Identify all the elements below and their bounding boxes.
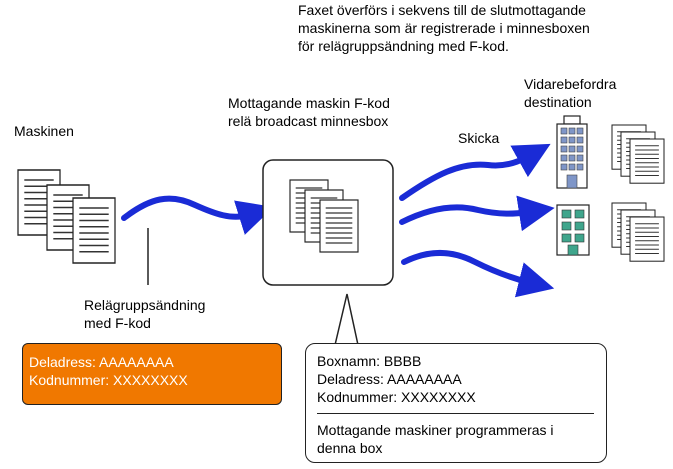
- box-code-number: Kodnummer: XXXXXXXX: [317, 389, 476, 405]
- relay-box-icon: [262, 159, 394, 286]
- office-building-icon: [556, 115, 588, 189]
- callout-pointer: [334, 293, 359, 346]
- sender-codes-box: Deladress: AAAAAAAA Kodnummer: XXXXXXXX: [22, 343, 282, 405]
- transmission-label-line-1: Relägruppsändning: [84, 297, 206, 313]
- info-divider: [317, 413, 594, 414]
- send-label: Skicka: [458, 130, 500, 146]
- box-sub-address: Deladress: AAAAAAAA: [317, 371, 462, 387]
- forward-label-line-1: Vidarebefordra: [524, 76, 617, 92]
- relay-label-line-2: relä broadcast minnesbox: [228, 113, 389, 129]
- sender-document-stack-icon: [17, 169, 116, 264]
- box-name: Boxnamn: BBBB: [317, 353, 422, 369]
- header-note-line-3: för relägruppsändning med F-kod.: [298, 38, 509, 54]
- header-note-line-1: Faxet överförs i sekvens till de slutmot…: [298, 2, 586, 18]
- destination-document-stack-icon: [611, 124, 665, 184]
- destination-document-stack-icon: [611, 202, 665, 262]
- header-note-line-2: maskinerna som är registrerade i minnesb…: [298, 20, 590, 36]
- relay-label-line-1: Mottagande maskin F-kod: [228, 95, 390, 111]
- office-building-icon: [556, 204, 590, 256]
- forward-arrow-3: [401, 250, 555, 298]
- forward-arrow-1: [399, 143, 551, 201]
- box-info-panel: Boxnamn: BBBB Deladress: AAAAAAAA Kodnum…: [305, 343, 607, 463]
- transmission-arrow-icon: [121, 195, 274, 235]
- sender-label: Maskinen: [14, 123, 74, 139]
- transmission-label-line-2: med F-kod: [84, 315, 151, 331]
- forward-label-line-2: destination: [524, 94, 592, 110]
- forward-arrow-2: [399, 195, 555, 232]
- box-note-line-2: denna box: [317, 440, 383, 456]
- sender-sub-address: Deladress: AAAAAAAA: [29, 354, 174, 370]
- box-note-line-1: Mottagande maskiner programmeras i: [317, 422, 554, 438]
- sender-code-number: Kodnummer: XXXXXXXX: [29, 372, 188, 388]
